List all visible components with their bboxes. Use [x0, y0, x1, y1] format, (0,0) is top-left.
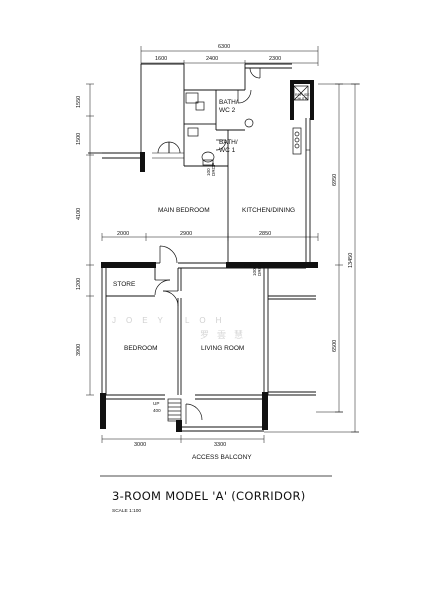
dim-mid-1: 2000 — [117, 231, 129, 237]
room-label-kitchen-dining: KITCHEN/DINING — [242, 207, 295, 214]
dim-bottom-2: 3300 — [214, 442, 226, 448]
room-label-refuse-chute: REFUSE CHUTE — [295, 92, 311, 101]
dim-right-inner-1: 6950 — [332, 174, 338, 186]
watermark-chinese: 罗雲慧 — [200, 329, 251, 340]
dim-right-total: 13450 — [348, 253, 354, 268]
room-label-store: STORE — [113, 281, 136, 288]
drop-label-right: 100 DROP — [252, 263, 262, 276]
dim-left-4: 1200 — [76, 278, 82, 290]
fixtures — [167, 85, 309, 422]
dim-mid-2: 2900 — [180, 231, 192, 237]
thick-walls — [100, 80, 318, 432]
dim-top-3: 2300 — [269, 56, 281, 62]
dim-left-5: 3900 — [76, 344, 82, 356]
drop-label-left: 100 DROP — [206, 163, 216, 176]
stairs — [167, 398, 182, 422]
stairs-up-label: UP 400 — [153, 401, 161, 413]
room-label-main-bedroom: MAIN BEDROOM — [158, 207, 210, 214]
kitchen-counter — [292, 127, 302, 155]
room-label-bath-wc1: BATH/ WC 1 — [219, 139, 239, 154]
bath-wc2-shower — [185, 92, 199, 104]
refuse-chute-box — [293, 85, 309, 101]
door-swings — [154, 67, 261, 424]
room-label-living-room: LIVING ROOM — [201, 345, 244, 352]
dim-top-total: 6300 — [218, 44, 230, 50]
dim-left-1: 1550 — [76, 96, 82, 108]
wall-lines — [88, 63, 316, 432]
bath-wc1-basin — [187, 127, 199, 137]
dim-top-2: 2400 — [206, 56, 218, 62]
windows — [108, 149, 316, 297]
dim-left-2: 1500 — [76, 133, 82, 145]
drawing-scale: SCALE 1:100 — [112, 508, 141, 514]
washer-icon — [244, 118, 254, 128]
dim-top-1: 1600 — [155, 56, 167, 62]
dim-bottom-1: 3000 — [134, 442, 146, 448]
toilet-icon — [201, 151, 215, 163]
dim-left-3: 4100 — [76, 208, 82, 220]
drawing-title: 3-ROOM MODEL 'A' (CORRIDOR) — [112, 489, 306, 503]
watermark-latin: JOEY LOH — [112, 316, 231, 325]
dim-right-inner-2: 6500 — [332, 340, 338, 352]
dim-mid-3: 2850 — [259, 231, 271, 237]
stove-icon — [294, 131, 300, 137]
room-label-access-balcony: ACCESS BALCONY — [192, 454, 252, 461]
bath-wc2-basin — [195, 101, 205, 111]
dimension-lines — [86, 46, 360, 443]
room-label-bedroom: BEDROOM — [124, 345, 158, 352]
room-label-bath-wc2: BATH/ WC 2 — [219, 99, 239, 114]
